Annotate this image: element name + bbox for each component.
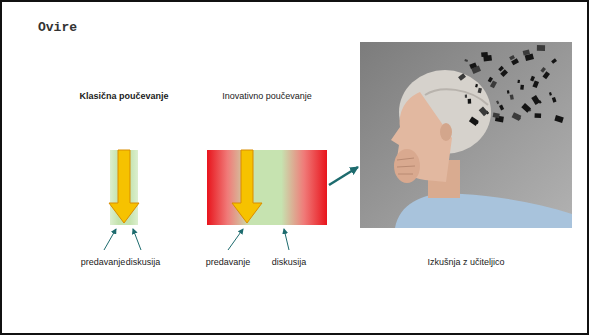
- fragment: [464, 59, 468, 62]
- fragment: [520, 102, 532, 113]
- leader-line: [133, 229, 141, 250]
- photo-background: [360, 42, 572, 228]
- band-heading: Inovativno poučevanje: [222, 91, 312, 102]
- ear: [440, 123, 452, 141]
- fragment: [551, 57, 558, 64]
- part-label: predavanje: [206, 257, 251, 268]
- fragment: [464, 94, 468, 98]
- fragment: [477, 88, 482, 94]
- fragment: [548, 92, 553, 97]
- fragment: [517, 79, 521, 83]
- fragment: [468, 61, 478, 70]
- fragment: [533, 112, 542, 120]
- fragment: [457, 72, 466, 82]
- fragment: [519, 84, 525, 90]
- innovative-band: Inovativno poučevanje: [207, 150, 327, 225]
- leader-line: [104, 229, 116, 250]
- fragment: [535, 43, 546, 53]
- flow-arrow: [109, 150, 139, 223]
- fragment: [477, 106, 489, 118]
- fragment: [475, 84, 478, 88]
- part-label: diskusija: [272, 257, 307, 268]
- fragment: [530, 94, 542, 106]
- face: [391, 92, 452, 182]
- fragment: [498, 104, 505, 111]
- fragment: [506, 90, 510, 95]
- flow-arrow: [232, 150, 262, 223]
- fragment: [530, 76, 535, 82]
- fragment: [540, 66, 546, 73]
- connector-arrow: [329, 167, 358, 185]
- band-heading: Klasična poučevanje: [79, 91, 168, 102]
- fragment: [492, 112, 500, 119]
- part-label: diskusija: [126, 257, 161, 268]
- fingers: [397, 158, 415, 174]
- photo: [360, 42, 572, 228]
- fragment: [480, 50, 489, 59]
- part-label: predavanje: [81, 257, 126, 268]
- leader-line: [284, 229, 289, 250]
- fragment: [495, 100, 500, 105]
- fragment: [532, 80, 539, 88]
- fragment: [554, 115, 563, 123]
- leader-line: [228, 229, 243, 250]
- fragment: [498, 65, 505, 72]
- slide-title: Ovire: [38, 20, 77, 35]
- fragment: [468, 116, 479, 126]
- fragment: [487, 76, 493, 82]
- hand: [394, 149, 420, 183]
- fragment: [508, 94, 515, 101]
- fragment: [508, 54, 515, 61]
- fragment: [551, 96, 558, 103]
- fragments: [457, 43, 563, 126]
- shirt: [395, 193, 572, 228]
- fragment: [522, 48, 532, 57]
- photo-caption: Izkušnja z učiteljico: [427, 257, 504, 268]
- fragment: [466, 98, 472, 105]
- fragment: [511, 112, 521, 121]
